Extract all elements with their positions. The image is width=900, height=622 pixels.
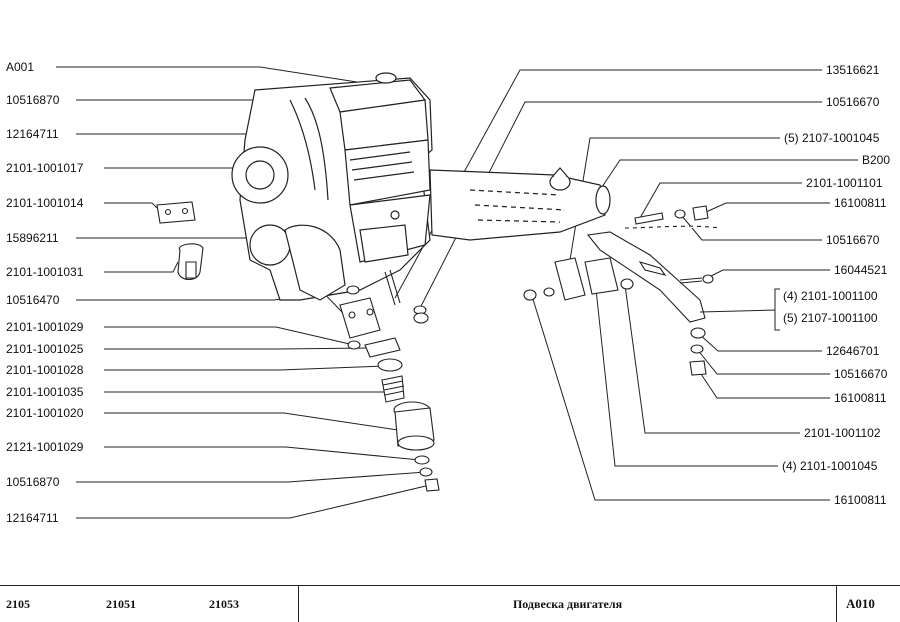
callout-label-right: 2101-1001102: [804, 426, 881, 440]
callout-label-left: 12164711: [6, 127, 59, 141]
title-block: 2105 21051 21053 Подвеска двигателя A010: [0, 585, 900, 622]
left-mount-parts: [156, 201, 440, 492]
leader-line: [594, 279, 778, 467]
leader-line: [104, 326, 355, 346]
diagram-title: Подвеска двигателя: [512, 596, 623, 611]
callout-label-left: 2101-1001031: [6, 265, 84, 279]
callout-label-right: 13516621: [826, 63, 880, 77]
leader-line: [414, 101, 822, 319]
callout-label-left: 2101-1001020: [6, 406, 84, 420]
model-cell-2: 21053: [209, 596, 239, 611]
callout-label-right: 10516670: [834, 367, 888, 381]
callout-label-left: 2101-1001025: [6, 342, 84, 356]
leader-line: [702, 269, 830, 281]
callout-label-right: 16100811: [834, 196, 887, 210]
callout-label-left: 2101-1001035: [6, 385, 84, 399]
leader-line: [104, 261, 179, 273]
callout-label-left: 2101-1001029: [6, 320, 84, 334]
leader-line: [104, 365, 386, 371]
footer-divider: [836, 586, 837, 622]
callout-label-left: 2101-1001014: [6, 196, 84, 210]
callout-label-left: 12164711: [6, 511, 59, 525]
leader-line: [697, 332, 822, 352]
callout-label-right: (5) 2107-1001045: [784, 131, 880, 145]
label-bracket: [699, 288, 780, 331]
leader-lines: [56, 66, 858, 519]
leader-line: [76, 471, 427, 483]
callout-label-right: 16100811: [834, 391, 887, 405]
callout-label-left: 2101-1001017: [6, 161, 84, 175]
callout-label-right: (4) 2101-1001100: [783, 289, 878, 303]
diagram-code: A010: [846, 596, 875, 611]
footer-divider: [298, 586, 299, 622]
leader-line: [76, 484, 431, 519]
callout-label-right: 16044521: [834, 263, 888, 277]
callout-label-left: 2121-1001029: [6, 440, 84, 454]
right-mount-parts: [523, 205, 721, 376]
leader-line: [104, 412, 399, 431]
callout-label-right: (5) 2107-1001100: [783, 311, 878, 325]
callout-label-right: 10516670: [826, 233, 880, 247]
callout-label-right: 16100811: [834, 493, 887, 507]
leader-line: [624, 284, 800, 434]
callout-label-left: A001: [6, 60, 34, 74]
callout-label-left: 10516870: [6, 475, 60, 489]
leader-line: [104, 446, 421, 461]
callout-label-right: B200: [862, 153, 890, 167]
model-cell-0: 2105: [6, 596, 30, 611]
engine-block-illustration: [231, 72, 433, 301]
leader-line: [599, 159, 858, 191]
parts-diagram: A001 10516870 12164711 2101-1001017 2101-100…: [6, 60, 890, 525]
callout-label-left: 10516470: [6, 293, 60, 307]
callout-label-right: 10516670: [826, 95, 880, 109]
leader-line: [104, 202, 158, 209]
leader-line: [531, 295, 830, 501]
callout-label-left: 15896211: [6, 231, 59, 245]
callout-label-left: 2101-1001028: [6, 363, 84, 377]
leader-line: [696, 367, 830, 399]
model-cell-1: 21051: [106, 596, 136, 611]
callout-label-right: (4) 2101-1001045: [782, 459, 878, 473]
gearbox-illustration: [429, 167, 611, 241]
leader-line: [705, 202, 830, 213]
leader-line: [639, 182, 802, 219]
leader-line: [56, 66, 358, 83]
callout-label-left: 10516870: [6, 93, 60, 107]
callout-label-right: 2101-1001101: [806, 176, 883, 190]
leader-line: [104, 347, 371, 350]
callout-label-right: 12646701: [826, 344, 880, 358]
leader-line: [696, 348, 830, 375]
leader-line: [681, 215, 822, 241]
